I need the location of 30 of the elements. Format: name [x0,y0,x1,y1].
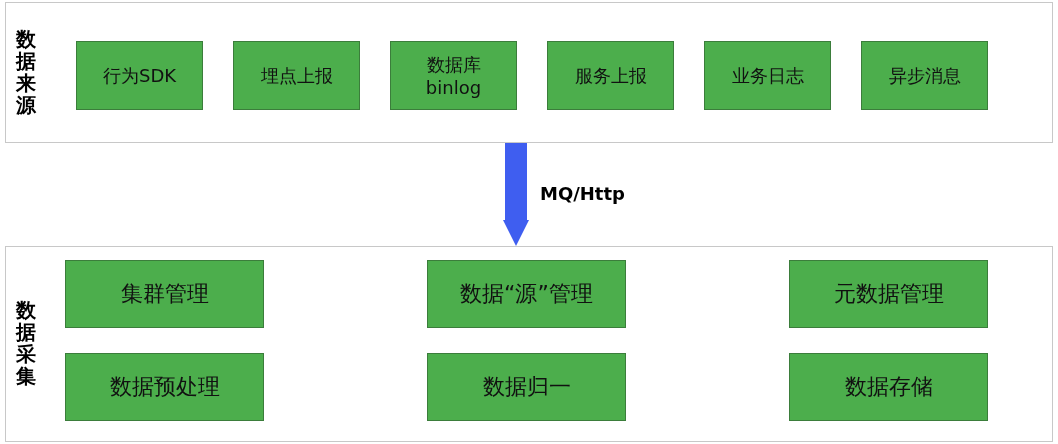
process-box [233,41,360,110]
process-box [547,41,674,110]
box-label: 元数据管理 [832,280,945,308]
box-label: 数据“源”管理 [459,280,594,308]
box-label: 数据预处理 [108,373,221,401]
process-box [427,260,626,328]
section-panel [5,246,1053,442]
process-box [65,260,264,328]
box-label: 业务日志 [730,63,805,88]
process-box [390,41,517,110]
process-box [427,353,626,421]
box-label: 服务上报 [573,63,648,88]
process-box [861,41,988,110]
box-label: 异步消息 [887,63,962,88]
flow-arrow [503,143,529,246]
process-box [76,41,203,110]
box-label: 数据库 binlog [424,53,483,98]
box-label: 数据归一 [481,373,572,401]
section-panel [5,2,1053,143]
process-box [789,353,988,421]
edge-label: MQ/Http [540,182,625,204]
box-label: 集群管理 [119,280,210,308]
box-label: 数据存储 [843,373,934,401]
box-label: 行为SDK [101,63,178,88]
section-heading: 数据采集 [16,299,36,387]
section-heading: 数据来源 [16,27,36,116]
process-box [789,260,988,328]
process-box [65,353,264,421]
box-label: 埋点上报 [259,63,334,88]
process-box [704,41,831,110]
